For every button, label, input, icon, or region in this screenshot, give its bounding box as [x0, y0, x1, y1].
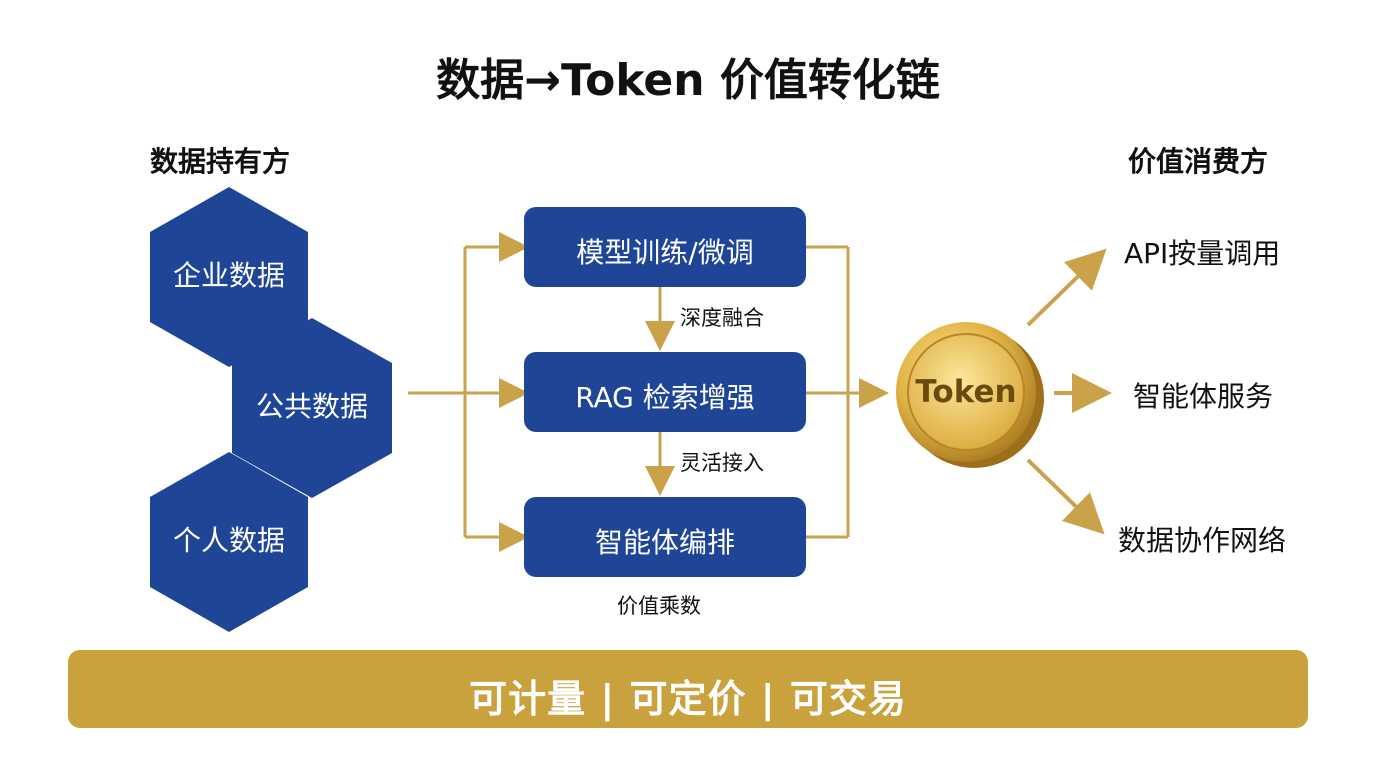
output-label-api: API按量调用 [1124, 237, 1281, 270]
arrow-to-data-network [1026, 458, 1105, 535]
process-box-model-training [524, 207, 806, 287]
process-box-rag [524, 352, 806, 432]
output-label-agent-service: 智能体服务 [1133, 380, 1274, 413]
hex-public-data [232, 318, 392, 498]
hex-enterprise-data [150, 187, 308, 367]
connector-label-flexible-access: 灵活接入 [680, 451, 764, 475]
multiplier-label: 价值乘数 [617, 594, 701, 618]
page-title: 数据→Token 价值转化链 [436, 55, 940, 106]
left-section-title: 数据持有方 [150, 145, 291, 178]
token-label: Token [915, 374, 1017, 410]
hex-label-personal: 个人数据 [172, 524, 285, 557]
hex-personal-data [150, 452, 308, 632]
hex-label-public: 公共数据 [255, 390, 368, 423]
process-label-rag: RAG 检索增强 [575, 381, 755, 414]
process-label-agent: 智能体编排 [594, 526, 735, 559]
right-section-title: 价值消费方 [1128, 145, 1269, 178]
hex-label-enterprise: 企业数据 [172, 259, 285, 292]
process-label-model-training: 模型训练/微调 [576, 236, 754, 269]
output-label-data-network: 数据协作网络 [1118, 524, 1287, 557]
arrow-to-api [1026, 248, 1107, 327]
process-box-agent [524, 497, 806, 577]
connector-label-deep-fusion: 深度融合 [680, 306, 764, 330]
footer-text: 可计量 | 可定价 | 可交易 [469, 677, 907, 721]
footer-banner [68, 650, 1308, 728]
token-coin [896, 322, 1044, 468]
